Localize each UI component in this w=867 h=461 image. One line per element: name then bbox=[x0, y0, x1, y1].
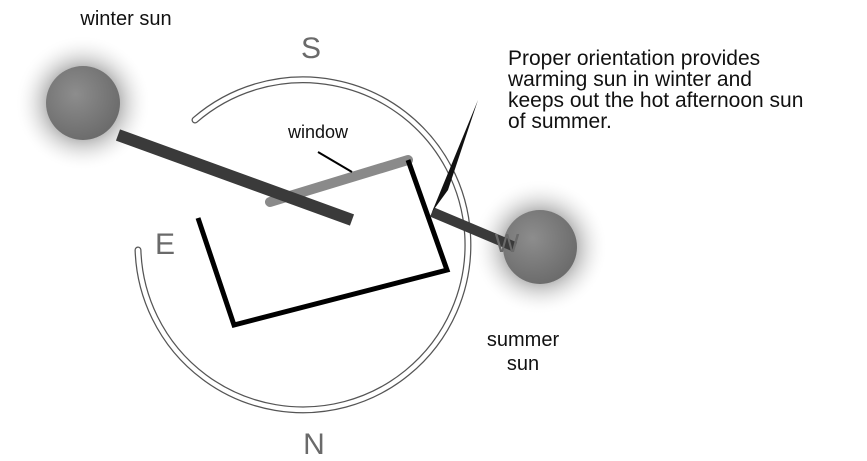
winter-sun-ray bbox=[118, 135, 352, 220]
compass-west: W bbox=[495, 228, 520, 258]
compass-south: S bbox=[301, 32, 321, 65]
caption-line-3: keeps out the hot afternoon sun bbox=[508, 89, 803, 112]
caption-line-1: Proper orientation provides bbox=[508, 47, 760, 70]
winter-sun-label: winter sun bbox=[79, 8, 171, 30]
summer-sun bbox=[472, 179, 608, 315]
summer-sun-label-line2: sun bbox=[507, 353, 539, 375]
caption-line-4: of summer. bbox=[508, 110, 612, 133]
window-leader-line bbox=[318, 152, 352, 172]
caption-line-2: warming sun in winter and bbox=[507, 68, 752, 91]
winter-sun bbox=[15, 35, 151, 171]
window-label: window bbox=[287, 122, 349, 142]
orientation-caption: Proper orientation provides warming sun … bbox=[507, 47, 803, 133]
summer-sun-label-line1: summer bbox=[487, 329, 560, 351]
compass-north: N bbox=[303, 428, 325, 461]
compass-east: E bbox=[155, 228, 175, 261]
